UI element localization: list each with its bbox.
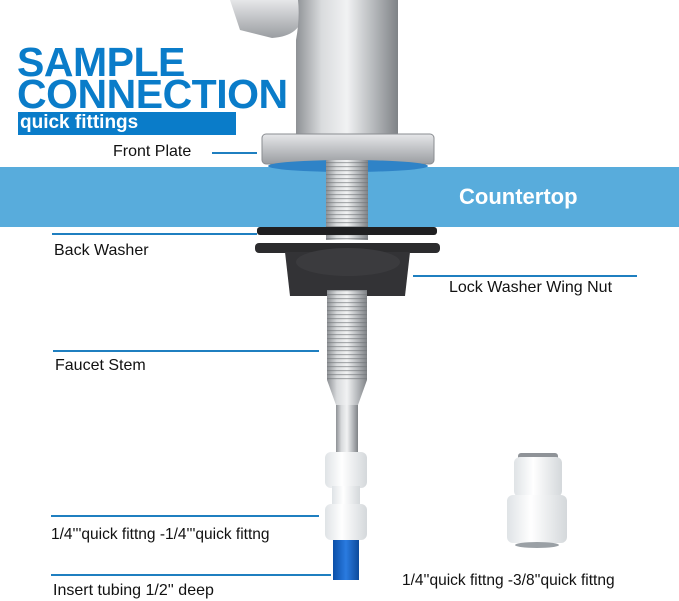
label-lock-washer-wing-nut: Lock Washer Wing Nut (449, 279, 613, 296)
label-front-plate: Front Plate (113, 143, 192, 160)
title-line-2: CONNECTION (17, 71, 288, 117)
leader-line-faucet-stem (53, 350, 319, 352)
countertop-label: Countertop (459, 184, 578, 209)
subtitle-banner: quick fittings (18, 112, 236, 135)
leader-line-back-washer (52, 233, 257, 235)
label-back-washer: Back Washer (54, 242, 149, 259)
title-line-1: SAMPLE (17, 39, 185, 85)
label-fitting-2: 1/4''quick fittng -3/8''quick fittng (402, 572, 615, 589)
label-faucet-stem: Faucet Stem (55, 357, 146, 374)
leader-line-insert-tubing (51, 574, 331, 576)
leader-line-fitting-1 (51, 515, 319, 517)
label-insert-tubing: Insert tubing 1/2'' deep (53, 582, 214, 599)
label-fitting-1: 1/4'''quick fittng -1/4'''quick fittng (51, 526, 270, 543)
leader-line-front-plate (212, 152, 257, 154)
leader-line-wing-nut (413, 275, 637, 277)
